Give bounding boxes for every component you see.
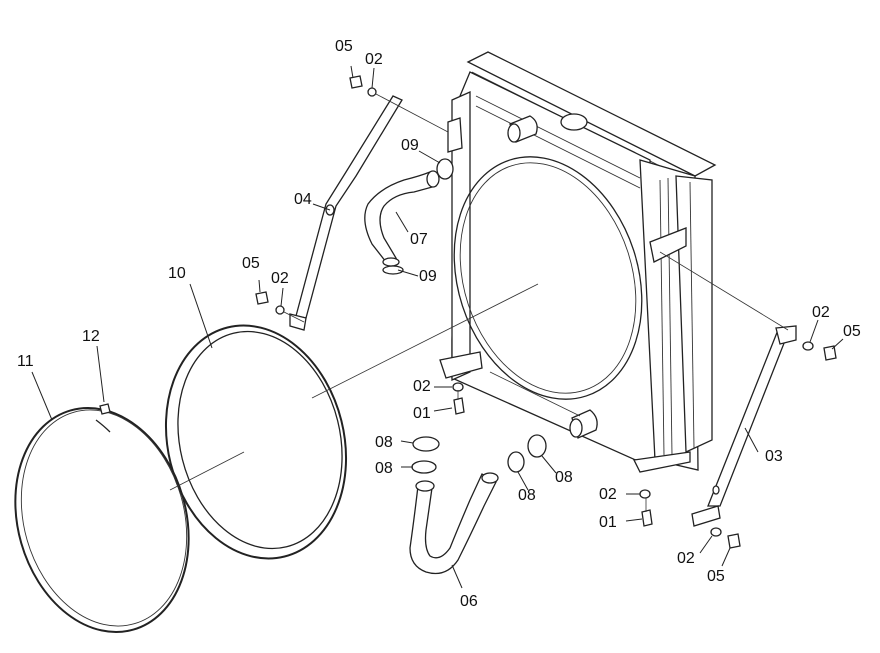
callout-09-mid: 09 bbox=[419, 268, 437, 285]
callout-05-right: 05 bbox=[843, 323, 861, 340]
clamps bbox=[382, 158, 547, 474]
callout-02-left: 02 bbox=[271, 270, 289, 287]
callout-02-right: 02 bbox=[812, 304, 830, 321]
callout-05-top: 05 bbox=[335, 38, 353, 55]
clip-12 bbox=[99, 403, 111, 415]
callout-02-bottom: 02 bbox=[677, 550, 695, 567]
callout-05-left: 05 bbox=[242, 255, 260, 272]
radiator-core bbox=[439, 51, 717, 473]
projection-lines bbox=[169, 93, 789, 512]
callout-08-d: 08 bbox=[555, 469, 573, 486]
callout-02-lower: 02 bbox=[599, 486, 617, 503]
callout-08-c: 08 bbox=[518, 487, 536, 504]
callout-09-top: 09 bbox=[401, 137, 419, 154]
callout-01-center: 01 bbox=[413, 405, 431, 422]
callout-07: 07 bbox=[410, 231, 428, 248]
callout-02-center: 02 bbox=[413, 378, 431, 395]
lower-hose-06 bbox=[409, 472, 499, 575]
callout-08-a: 08 bbox=[375, 434, 393, 451]
callout-02-top: 02 bbox=[365, 51, 383, 68]
callout-12: 12 bbox=[82, 328, 100, 345]
callout-03: 03 bbox=[765, 448, 783, 465]
shroud-ring-10 bbox=[164, 324, 348, 560]
callout-10: 10 bbox=[168, 265, 186, 282]
upper-hose-07 bbox=[364, 170, 440, 267]
bolts-and-washers bbox=[255, 75, 837, 549]
callout-04: 04 bbox=[294, 191, 312, 208]
callout-01-lower: 01 bbox=[599, 514, 617, 531]
leader-lines bbox=[31, 65, 844, 589]
callout-08-b: 08 bbox=[375, 460, 393, 477]
callout-06: 06 bbox=[460, 593, 478, 610]
callout-05-bottom: 05 bbox=[707, 568, 725, 585]
stay-rod-04 bbox=[289, 95, 403, 331]
callout-11: 11 bbox=[17, 353, 34, 370]
guard-ring-11 bbox=[14, 406, 190, 634]
